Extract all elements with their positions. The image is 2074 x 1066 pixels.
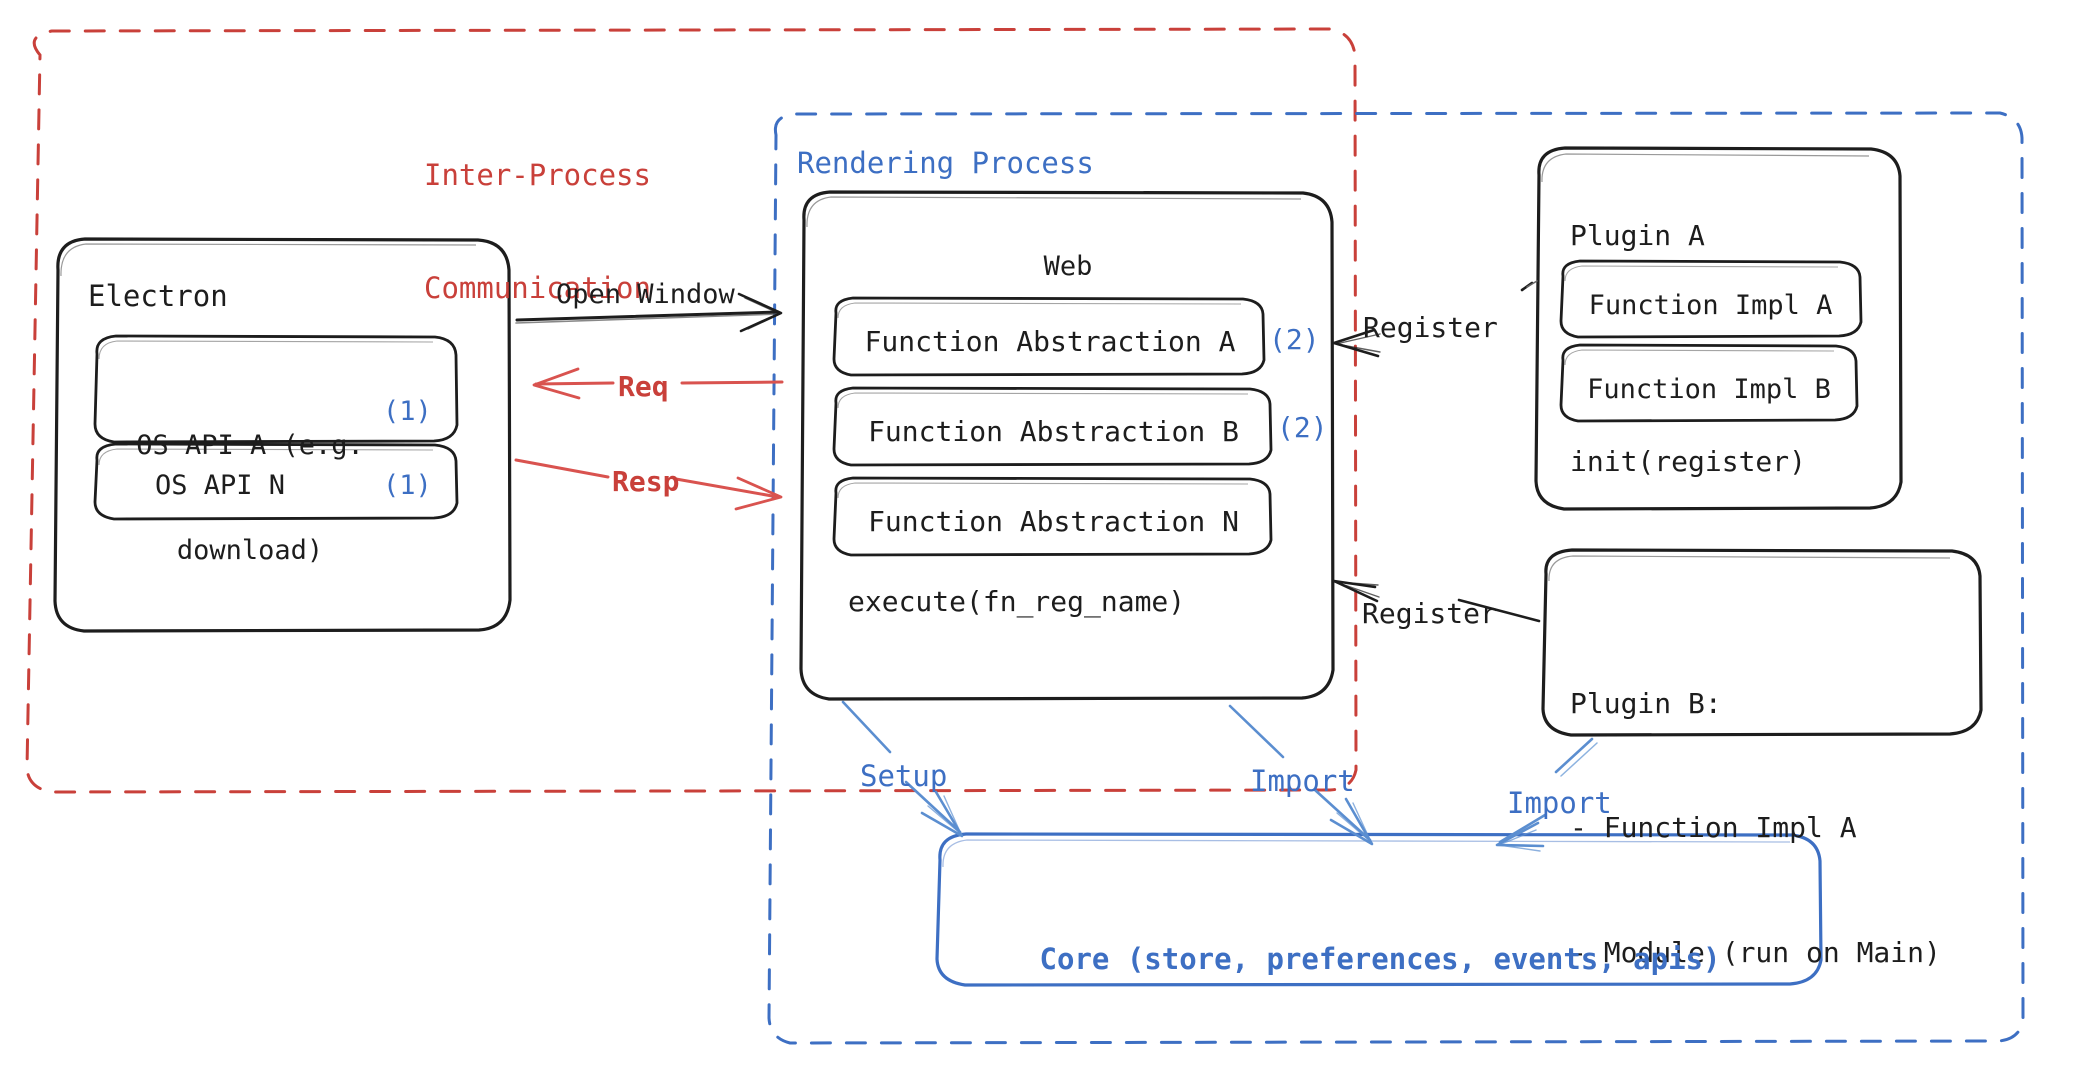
register-plugin-a-label: Register xyxy=(1363,311,1498,344)
arrow-open-window xyxy=(515,292,783,333)
arrow-req-label: Req xyxy=(618,370,669,403)
function-abstraction-a-box-outline xyxy=(832,296,1266,377)
function-abstraction-a-label: Function Abstraction A xyxy=(864,325,1236,358)
arrow-import-web xyxy=(1228,704,1374,846)
function-impl-a-label: Function Impl A xyxy=(1588,290,1833,321)
plugin-a-box-outline xyxy=(1534,146,1903,511)
rendering-process-boundary xyxy=(767,111,2025,1045)
os-api-n-label: OS API N xyxy=(154,470,286,501)
arrow-resp xyxy=(514,458,783,511)
electron-box-outline xyxy=(53,237,512,633)
rendering-process-label: Rendering Process xyxy=(797,146,1094,180)
function-impl-b-box-outline xyxy=(1559,343,1859,423)
function-abstraction-n-label: Function Abstraction N xyxy=(868,505,1239,538)
function-impl-a-box-outline xyxy=(1559,259,1863,339)
core-box-text: Core (store, preferences, events, apis) … xyxy=(940,857,1820,1066)
arrow-import-plugin-b xyxy=(1495,737,1598,852)
os-api-a-line2: download) xyxy=(176,535,324,567)
plugin-a-init-label: init(register) xyxy=(1570,445,1807,478)
plugin-b-item-0: - Function Impl A xyxy=(1570,811,1857,845)
arrow-import-web-label: Import xyxy=(1250,764,1355,798)
function-abstraction-b-box-outline xyxy=(832,386,1273,467)
os-api-a-box-outline xyxy=(93,334,459,444)
ipc-group-label-line2: Communication xyxy=(424,271,651,306)
function-abstraction-b-tag: (2) xyxy=(1277,411,1328,444)
arrow-import-plugin-b-label: Import xyxy=(1507,786,1612,820)
arrow-setup-label: Setup xyxy=(860,759,948,793)
function-abstraction-b-label: Function Abstraction B xyxy=(868,415,1239,448)
register-plugin-b-label: Register xyxy=(1362,597,1497,630)
os-api-n-box-outline xyxy=(93,442,459,521)
function-abstraction-a-tag: (2) xyxy=(1269,323,1320,356)
function-impl-b-label: Function Impl B xyxy=(1587,374,1831,405)
ipc-boundary xyxy=(25,27,1358,794)
arrow-open-window-label: Open Window xyxy=(556,279,735,310)
os-api-a-tag: (1) xyxy=(383,396,432,427)
plugin-b-title: Plugin B: xyxy=(1570,686,1722,720)
web-execute-label: execute(fn_reg_name) xyxy=(848,585,1186,618)
plugin-a-title: Plugin A xyxy=(1570,219,1705,252)
arrow-setup xyxy=(841,700,964,838)
arrow-req xyxy=(532,367,784,400)
os-api-a-line1: OS API A (e.g. xyxy=(136,430,364,462)
ipc-group-label: Inter-Process Communication xyxy=(424,82,651,384)
core-line-1: Core (store, preferences, events, apis) xyxy=(1039,942,1721,977)
function-abstraction-n-box-outline xyxy=(832,476,1273,557)
os-api-n-tag: (1) xyxy=(383,470,432,501)
plugin-b-item-1: - Module (run on Main) xyxy=(1570,935,1941,969)
os-api-a-label: OS API A (e.g. download) xyxy=(100,358,400,639)
arrow-register-plugin-a xyxy=(1332,280,1538,358)
ipc-group-label-line1: Inter-Process xyxy=(424,158,651,193)
plugin-b-block: Plugin B: - Function Impl A - Module (ru… xyxy=(1570,600,1941,1056)
core-box-outline xyxy=(935,832,1823,987)
arrow-resp-label: Resp xyxy=(612,465,680,498)
web-box-outline xyxy=(799,190,1335,701)
web-title: Web xyxy=(1043,251,1093,282)
plugin-b-box-outline xyxy=(1541,548,1983,737)
electron-title: Electron xyxy=(88,279,228,313)
arrow-register-plugin-b xyxy=(1332,579,1541,623)
